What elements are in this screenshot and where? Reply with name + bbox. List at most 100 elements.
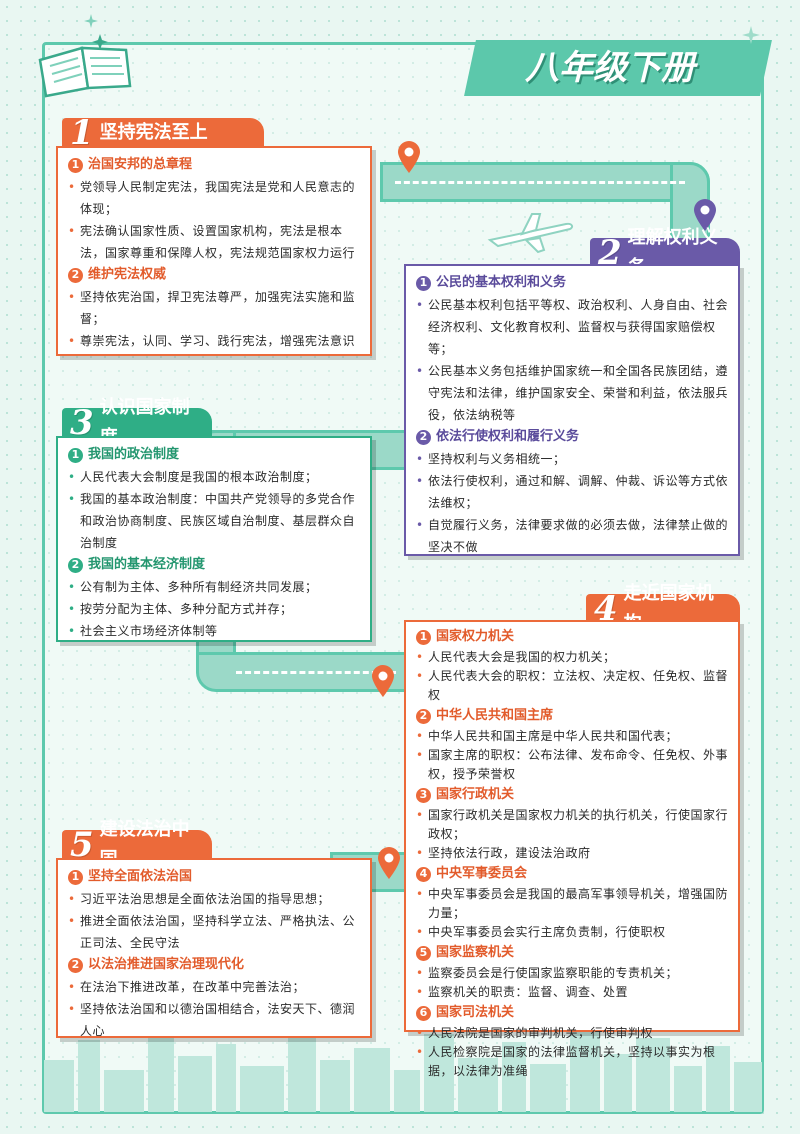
section-2-header: 2 理解权利义务	[590, 227, 740, 278]
road-dash	[236, 671, 396, 674]
number-badge: 2	[68, 957, 83, 973]
list-item: •依法行使权利，通过和解、调解、仲裁、诉讼等方式依法维权；	[416, 470, 728, 514]
list-item: •尊崇宪法，认同、学习、践行宪法，增强宪法意识	[68, 330, 360, 352]
number-badge: 2	[416, 429, 431, 445]
item-text: 尊崇宪法，认同、学习、践行宪法，增强宪法意识	[80, 334, 356, 348]
item-text: 人民法院是国家的审判机关，行使审判权	[428, 1026, 654, 1040]
item-text: 国家主席的职权：公布法律、发布命令、任免权、外事权，授予荣誉权	[428, 748, 729, 781]
subsection-label: 国家行政机关	[436, 787, 515, 802]
item-text: 宪法确认国家性质、设置国家机构，宪法是根本法，国家尊重和保障人权，宪法规范国家权…	[80, 224, 356, 260]
list-item: •人民检察院是国家的法律监督机关，坚持以事实为根据，以法律为准绳	[416, 1043, 728, 1081]
item-text: 推进全面依法治国，坚持科学立法、严格执法、公正司法、全民守法	[80, 914, 356, 950]
number-badge: 1	[68, 447, 83, 463]
item-text: 按劳分配为主体、多种分配方式并存；	[80, 602, 293, 616]
city-skyline	[44, 1026, 762, 1112]
list-item: •人民代表大会的职权：立法权、决定权、任免权、监督权	[416, 667, 728, 705]
number-badge: 1	[68, 157, 83, 173]
list-item: •坚持权利与义务相统一；	[416, 448, 728, 470]
number-badge: 3	[416, 787, 431, 803]
item-text: 中央军事委员会是我国的最高军事领导机关，增强国防力量；	[428, 887, 729, 920]
map-pin-icon	[398, 141, 420, 173]
list-item: •坚持依宪治国，捍卫宪法尊严，加强宪法实施和监督；	[68, 286, 360, 330]
subsection-label: 公民的基本权利和义务	[436, 275, 567, 290]
list-item: •中央军事委员会是我国的最高军事领导机关，增强国防力量；	[416, 885, 728, 923]
section-number: 4	[594, 589, 618, 629]
number-badge: 2	[68, 557, 83, 573]
map-pin-icon	[372, 665, 394, 697]
subsection-label: 治国安邦的总章程	[88, 157, 193, 172]
item-text: 我国的基本政治制度：中国共产党领导的多党合作和政治协商制度、民族区域自治制度、基…	[80, 492, 356, 550]
list-item: •坚持依法治国和以德治国相结合，法安天下、德润人心	[68, 998, 360, 1042]
subsection-label: 国家权力机关	[436, 629, 515, 644]
subsection-label: 国家监察机关	[436, 945, 515, 960]
section-number: 3	[70, 403, 94, 443]
list-item: •公民基本权利包括平等权、政治权利、人身自由、社会经济权利、文化教育权利、监督权…	[416, 294, 728, 360]
item-text: 人民代表大会是我国的权力机关；	[428, 650, 616, 664]
list-item: •中华人民共和国主席是中华人民共和国代表；	[416, 727, 728, 746]
subsection-label: 我国的政治制度	[88, 447, 180, 462]
subsection-label: 我国的基本经济制度	[88, 557, 206, 572]
number-badge: 1	[416, 629, 431, 645]
list-item: •国家行政机关是国家权力机关的执行机关，行使国家行政权；	[416, 806, 728, 844]
section-number: 2	[598, 233, 622, 273]
list-item: •人民代表大会是我国的权力机关；	[416, 648, 728, 667]
subsection-title: 5 国家监察机关	[416, 942, 728, 964]
item-text: 在法治下推进改革，在改革中完善法治；	[80, 980, 306, 994]
item-text: 坚持权利与义务相统一；	[428, 452, 566, 466]
item-text: 依法行使权利，通过和解、调解、仲裁、诉讼等方式依法维权；	[428, 474, 729, 510]
subsection-title: 4 中央军事委员会	[416, 863, 728, 885]
item-text: 习近平法治思想是全面依法治国的指导思想；	[80, 892, 331, 906]
item-text: 人民代表大会的职权：立法权、决定权、任免权、监督权	[428, 669, 729, 702]
list-item: •国家主席的职权：公布法律、发布命令、任免权、外事权，授予荣誉权	[416, 746, 728, 784]
item-text: 中华人民共和国主席是中华人民共和国代表；	[428, 729, 679, 743]
subsection-label: 中央军事委员会	[436, 866, 528, 881]
item-text: 党领导人民制定宪法，我国宪法是党和人民意志的体现；	[80, 180, 356, 216]
subsection-title: 1 我国的政治制度	[68, 444, 360, 466]
section-title: 坚持宪法至上	[99, 122, 208, 143]
number-badge: 4	[416, 866, 431, 882]
item-text: 公民基本义务包括维护国家统一和全国各民族团结，遵守宪法和法律，维护国家安全、荣誉…	[428, 364, 729, 422]
item-text: 坚持依法行政，建设法治政府	[428, 846, 591, 860]
page-title: 八年级下册	[525, 48, 695, 88]
list-item: •按劳分配为主体、多种分配方式并存；	[68, 598, 360, 620]
item-text: 国家行政机关是国家权力机关的执行机关，行使国家行政权；	[428, 808, 729, 841]
item-text: 人民检察院是国家的法律监督机关，坚持以事实为根据，以法律为准绳	[428, 1045, 716, 1078]
number-badge: 6	[416, 1005, 431, 1021]
subsection-title: 1 治国安邦的总章程	[68, 154, 360, 176]
list-item: •我国的基本政治制度：中国共产党领导的多党合作和政治协商制度、民族区域自治制度、…	[68, 488, 360, 554]
item-text: 坚持依宪治国，捍卫宪法尊严，加强宪法实施和监督；	[80, 290, 356, 326]
list-item: •自觉履行义务，法律要求做的必须去做，法律禁止做的坚决不做	[416, 514, 728, 558]
item-text: 人民代表大会制度是我国的根本政治制度；	[80, 470, 318, 484]
subsection-title: 2 依法行使权利和履行义务	[416, 426, 728, 448]
map-pin-icon	[694, 199, 716, 231]
subsection-label: 依法行使权利和履行义务	[436, 429, 580, 444]
road-dash	[395, 181, 685, 184]
subsection-title: 2 我国的基本经济制度	[68, 554, 360, 576]
section-5-header: 5 建设法治中国	[62, 819, 212, 870]
number-badge: 5	[416, 945, 431, 961]
section-number: 5	[70, 825, 94, 865]
item-text: 监察委员会是行使国家监察职能的专责机关；	[428, 966, 679, 980]
section-number: 1	[70, 113, 94, 153]
list-item: •公有制为主体、多种所有制经济共同发展；	[68, 576, 360, 598]
subsection-title: 2 以法治推进国家治理现代化	[68, 954, 360, 976]
list-item: •人民法院是国家的审判机关，行使审判权	[416, 1024, 728, 1043]
list-item: •公民基本义务包括维护国家统一和全国各民族团结，遵守宪法和法律，维护国家安全、荣…	[416, 360, 728, 426]
subsection-label: 以法治推进国家治理现代化	[88, 957, 245, 972]
list-item: •在法治下推进改革，在改革中完善法治；	[68, 976, 360, 998]
list-item: •社会主义市场经济体制等	[68, 620, 360, 642]
section-3-header: 3 认识国家制度	[62, 397, 212, 448]
list-item: •坚持依法行政，建设法治政府	[416, 844, 728, 863]
subsection-label: 坚持全面依法治国	[88, 869, 193, 884]
sparkle-icon	[742, 26, 760, 44]
map-pin-icon	[378, 847, 400, 879]
open-book-icon	[38, 34, 132, 98]
item-text: 公民基本权利包括平等权、政治权利、人身自由、社会经济权利、文化教育权利、监督权与…	[428, 298, 729, 356]
